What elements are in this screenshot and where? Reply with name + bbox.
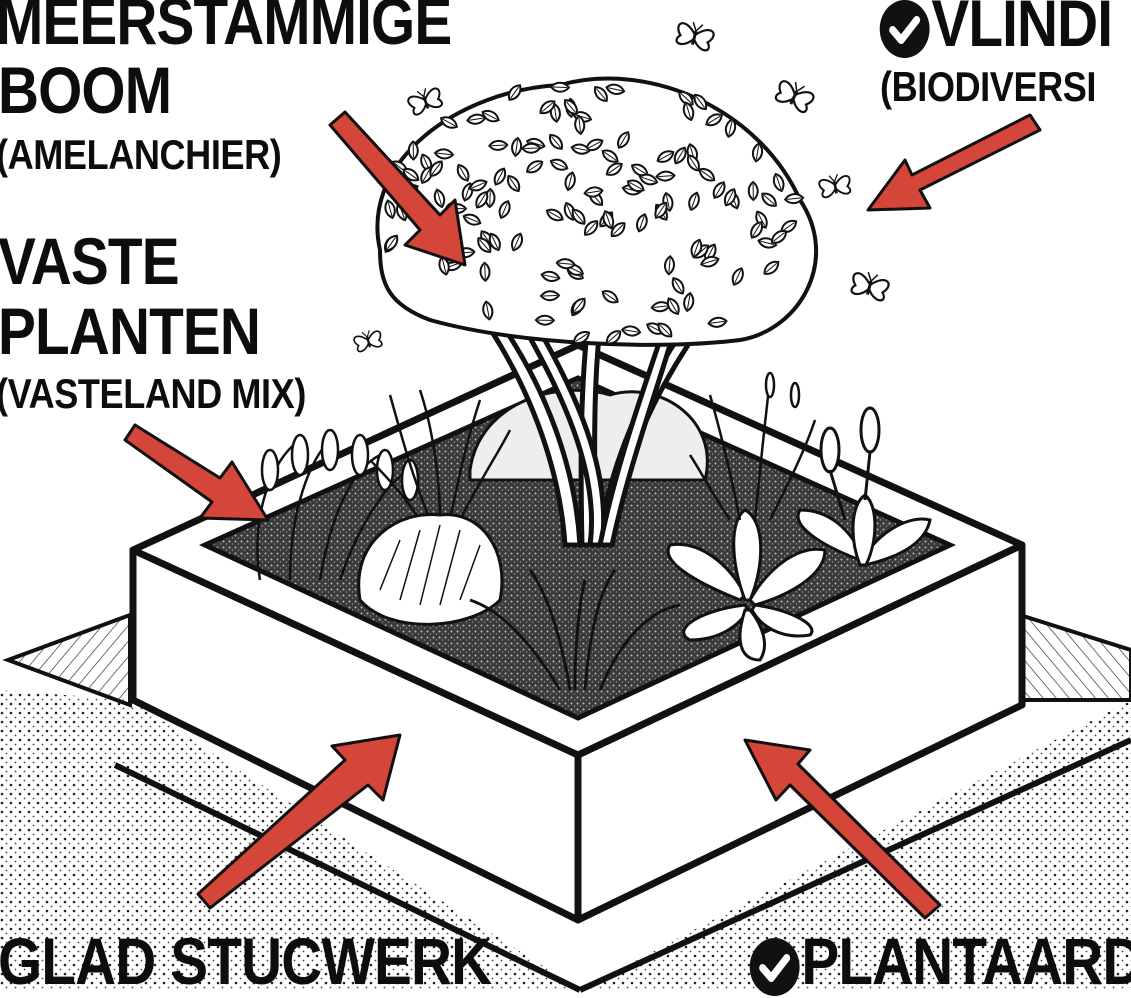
leaf: [541, 291, 559, 301]
butterflies-label: VLINDI: [878, 0, 1112, 60]
leaf: [409, 141, 418, 159]
leaf: [536, 316, 554, 325]
butterfly-icon: [406, 84, 444, 116]
perennials-label-line2: PLANTEN: [0, 298, 260, 364]
butterfly-icon: [353, 328, 384, 353]
butterfly-icon: [773, 76, 816, 113]
arrow-icon: [868, 115, 1040, 210]
butterfly-icon: [849, 269, 890, 302]
tree-label-line1: MEERSTAMMIGE: [0, 0, 451, 54]
tree-label-line2: BOOM: [0, 57, 171, 123]
check-circle-icon: [748, 936, 801, 998]
soil-label-title: PLANTAARD: [801, 924, 1131, 998]
butterfly-icon: [818, 172, 852, 198]
ground-edge-right: [1020, 615, 1131, 700]
arrow-icon: [125, 425, 268, 520]
leaf: [522, 143, 540, 153]
butterflies-label-sub: (BIODIVERSI: [880, 66, 1096, 108]
butterflies-label-title: VLINDI: [931, 0, 1112, 60]
leaf: [551, 82, 569, 92]
check-circle-icon: [878, 0, 931, 60]
stucco-label: GLAD STUCWERK: [0, 928, 491, 994]
perennials-label-sub: (VASTELAND MIX): [0, 373, 306, 415]
leaf: [749, 182, 758, 200]
perennials-label-line1: VASTE: [0, 228, 179, 294]
tree-label-sub: (AMELANCHIER): [0, 134, 281, 176]
ground-edge-left: [8, 615, 130, 705]
soil-label: PLANTAARD: [748, 928, 1131, 998]
butterfly-icon: [674, 19, 715, 52]
